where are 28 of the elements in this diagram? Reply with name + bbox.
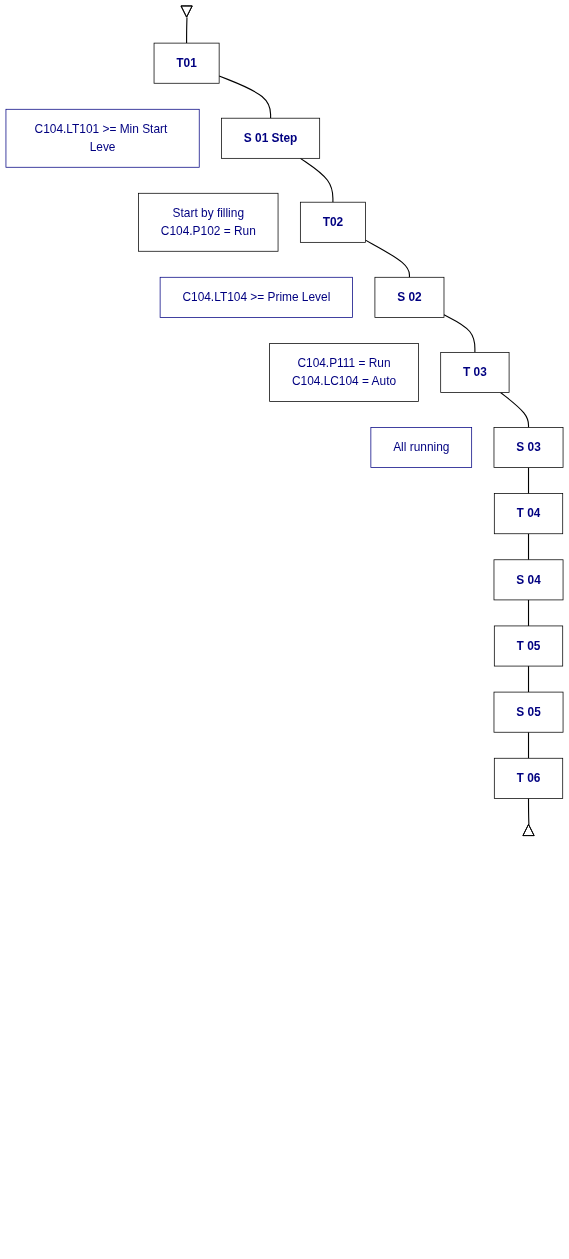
connector <box>527 797 530 826</box>
node-box: S 03 <box>493 427 564 468</box>
connector <box>527 731 530 759</box>
connector <box>527 599 530 627</box>
connector <box>527 533 530 561</box>
connector <box>299 157 334 203</box>
connector <box>443 314 476 353</box>
connector <box>499 391 530 428</box>
node-box: All running <box>370 427 473 468</box>
node-box: C104.P111 = Run C104.LC104 = Auto <box>269 343 419 402</box>
connector <box>527 665 530 693</box>
node-box: S 05 <box>493 691 564 733</box>
connector <box>186 16 188 44</box>
node-box: S 02 <box>374 276 445 318</box>
connector <box>527 467 530 495</box>
node-box: C104.LT104 >= Prime Level <box>159 276 353 318</box>
node-box: S 04 <box>493 559 564 601</box>
node-box: C104.LT101 >= Min Start Leve <box>5 108 200 168</box>
node-box: T01 <box>153 42 220 84</box>
node-box: Start by filling C104.P102 = Run <box>138 192 279 252</box>
node-box: T 06 <box>493 757 564 799</box>
connector <box>218 75 272 119</box>
node-box: T 04 <box>493 493 564 535</box>
node-box: T 03 <box>440 352 510 393</box>
node-box: T 05 <box>493 625 564 667</box>
node-box: S 01 Step <box>221 117 321 159</box>
connector <box>364 239 410 278</box>
node-box: T02 <box>300 201 366 243</box>
